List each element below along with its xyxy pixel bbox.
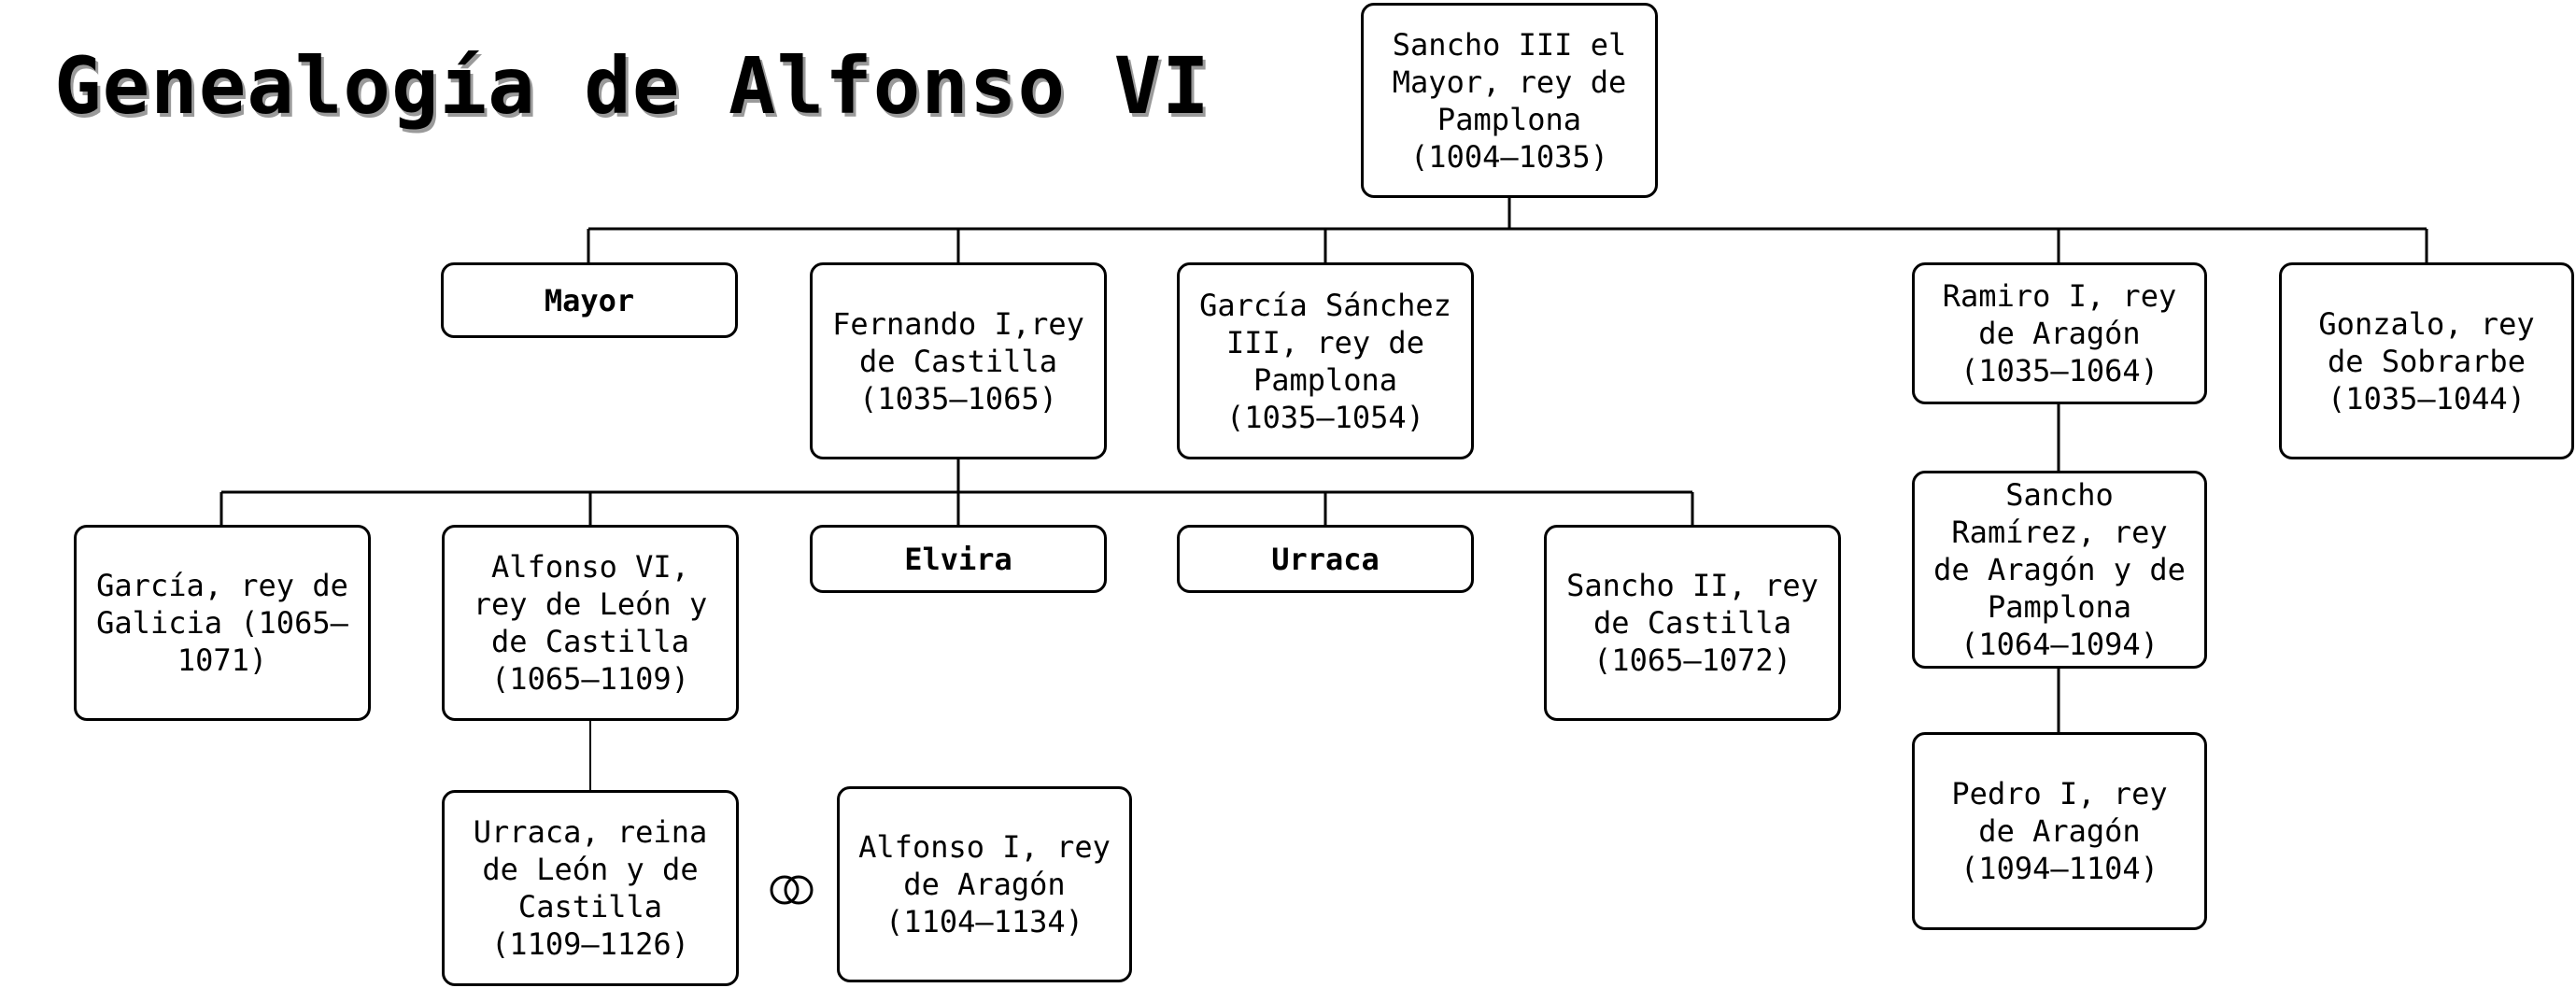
node-fernando-i: Fernando I,rey de Castilla (1035–1065) bbox=[810, 262, 1107, 459]
node-alfonso-i: Alfonso I, rey de Aragón (1104–1134) bbox=[837, 786, 1132, 982]
node-urraca: Urraca bbox=[1177, 525, 1474, 593]
node-label: García, rey de Galicia (1065– 1071) bbox=[96, 568, 348, 678]
node-elvira: Elvira bbox=[810, 525, 1107, 593]
node-pedro-i: Pedro I, rey de Aragón (1094–1104) bbox=[1912, 732, 2207, 930]
node-label: Mayor bbox=[544, 282, 635, 318]
node-label: García Sánchez III, rey de Pamplona (103… bbox=[1199, 287, 1451, 435]
node-sancho-ramirez: Sancho Ramírez, rey de Aragón y de Pampl… bbox=[1912, 471, 2207, 669]
node-label: Urraca, reina de León y de Castilla (110… bbox=[473, 814, 708, 962]
node-sancho-iii: Sancho III el Mayor, rey de Pamplona (10… bbox=[1361, 3, 1658, 198]
node-label: Urraca bbox=[1271, 541, 1380, 577]
node-mayor: Mayor bbox=[441, 262, 738, 338]
node-label: Pedro I, rey de Aragón (1094–1104) bbox=[1951, 776, 2168, 886]
node-gonzalo: Gonzalo, rey de Sobrarbe (1035–1044) bbox=[2279, 262, 2574, 459]
diagram-title: Genealogía de Alfonso VI bbox=[54, 40, 1210, 132]
node-label: Sancho Ramírez, rey de Aragón y de Pampl… bbox=[1933, 477, 2186, 662]
node-label: Ramiro I, rey de Aragón (1035–1064) bbox=[1942, 278, 2177, 388]
ring-right bbox=[784, 875, 814, 905]
node-alfonso-vi: Alfonso VI, rey de León y de Castilla (1… bbox=[442, 525, 739, 721]
node-label: Fernando I,rey de Castilla (1035–1065) bbox=[832, 305, 1084, 416]
node-garcia-sanchez-iii: García Sánchez III, rey de Pamplona (103… bbox=[1177, 262, 1474, 459]
node-label: Sancho III el Mayor, rey de Pamplona (10… bbox=[1392, 26, 1627, 175]
ring-left bbox=[770, 875, 800, 905]
node-garcia-galicia: García, rey de Galicia (1065– 1071) bbox=[74, 525, 371, 721]
node-label: Elvira bbox=[904, 541, 1012, 577]
node-sancho-ii: Sancho II, rey de Castilla (1065–1072) bbox=[1544, 525, 1841, 721]
node-label: Gonzalo, rey de Sobrarbe (1035–1044) bbox=[2318, 305, 2535, 416]
marriage-rings-icon bbox=[770, 875, 814, 905]
node-label: Alfonso VI, rey de León y de Castilla (1… bbox=[473, 549, 708, 697]
node-urraca-reina: Urraca, reina de León y de Castilla (110… bbox=[442, 790, 739, 986]
node-label: Alfonso I, rey de Aragón (1104–1134) bbox=[858, 829, 1111, 939]
node-label: Sancho II, rey de Castilla (1065–1072) bbox=[1566, 568, 1819, 678]
node-ramiro-i: Ramiro I, rey de Aragón (1035–1064) bbox=[1912, 262, 2207, 404]
